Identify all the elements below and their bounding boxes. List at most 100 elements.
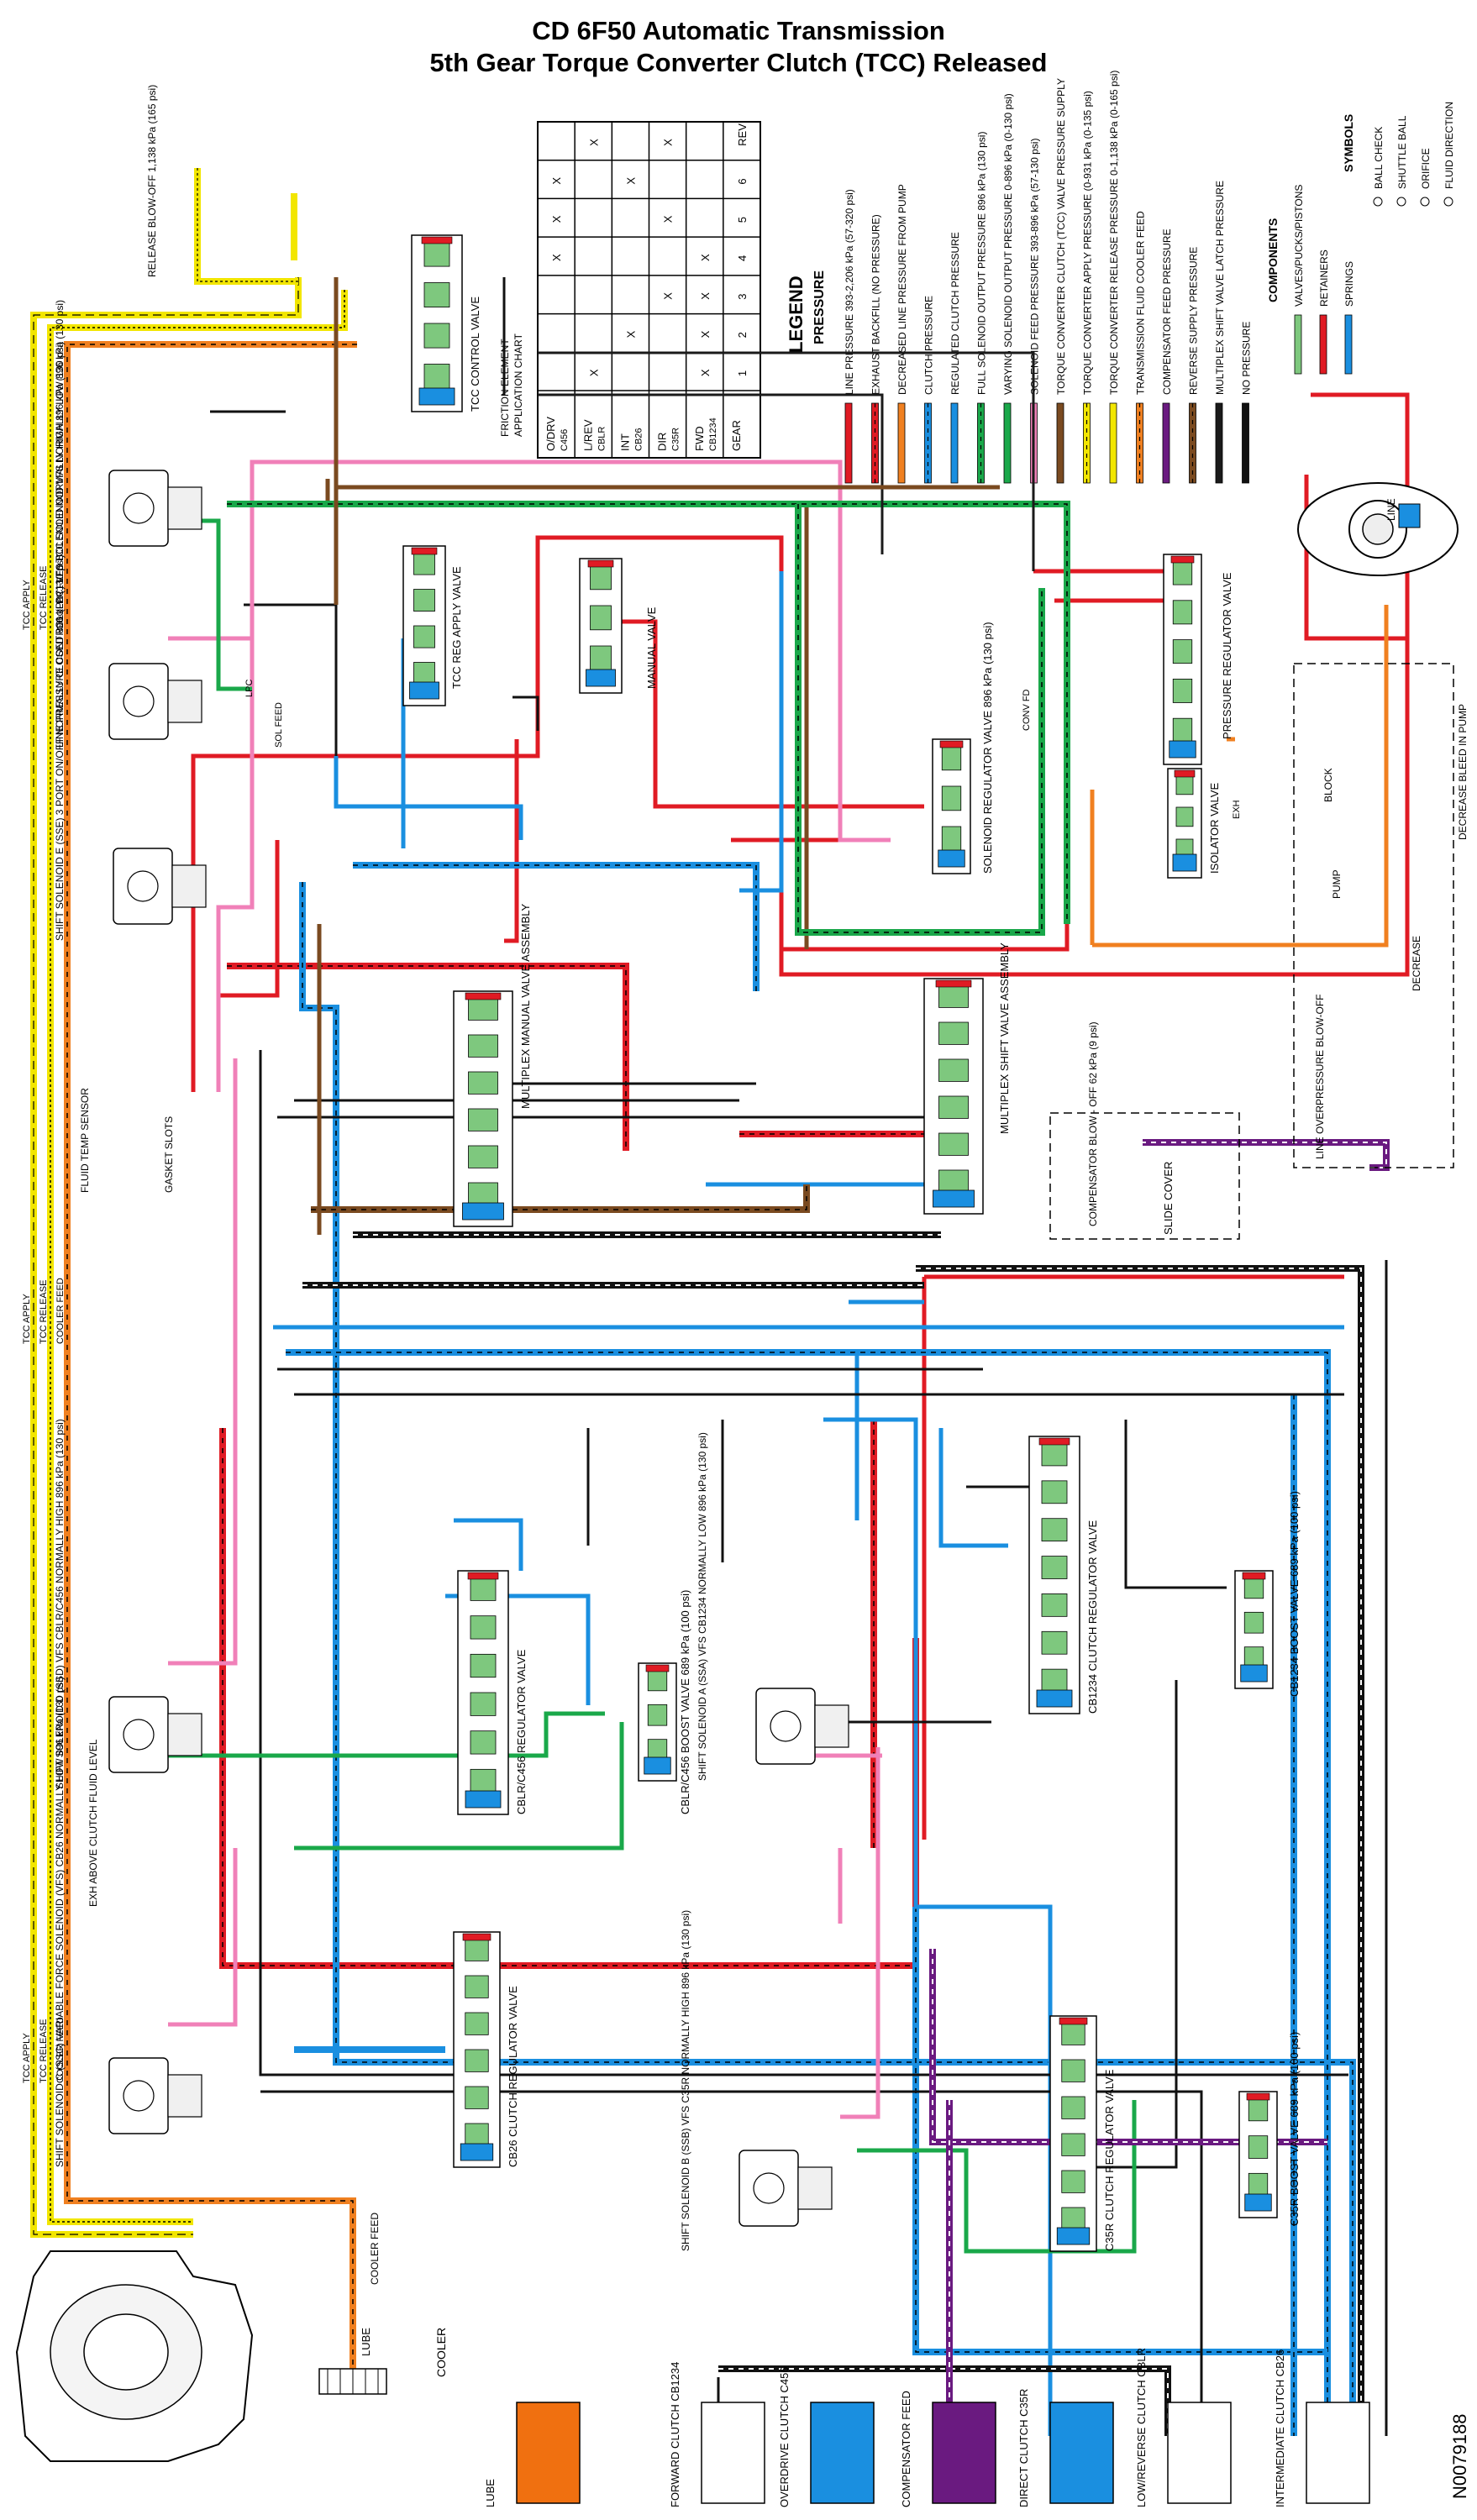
- legend-label: DECREASED LINE PRESSURE FROM PUMP: [896, 184, 908, 395]
- legend-swatch: [1136, 402, 1143, 484]
- clutch-box: LUBE: [484, 2402, 581, 2507]
- chart-cell: X: [699, 292, 712, 300]
- chart-cell: X: [587, 139, 600, 146]
- legend-label: LINE PRESSURE 393-2,206 kPa (57-320 psi): [844, 189, 855, 395]
- valve-cblr-regulator: CBLR/C456 REGULATOR VALVE: [457, 1570, 528, 1815]
- valve-label: CBLR/C456 REGULATOR VALVE: [515, 1649, 528, 1814]
- label-conv-fd: CONV FD: [1022, 689, 1032, 731]
- valve-label: SOLENOID REGULATOR VALVE 896 kPa (130 ps…: [981, 622, 994, 874]
- clutch-label: COMPENSATOR FEED: [900, 2391, 912, 2507]
- legend-swatch: [1215, 402, 1223, 484]
- valve-label: MULTIPLEX MANUAL VALVE ASSEMBLY: [519, 903, 532, 1109]
- legend-swatch: [844, 402, 853, 484]
- circuit-lines: [30, 168, 1410, 2453]
- valve-tcc-control: TCC CONTROL VALVE: [411, 234, 481, 412]
- label-tcc-apply: TCC APPLY: [22, 1294, 32, 1344]
- component-label: VALVES/PUCKS/PISTONS: [1293, 185, 1305, 307]
- label-line: LINE: [1385, 498, 1397, 521]
- valve-label: MULTIPLEX SHIFT VALVE ASSEMBLY: [998, 942, 1011, 1134]
- solenoid-lpc: LINE PRESSURE CONTROL (LPC) VFS SOLENOID…: [54, 342, 202, 748]
- label-decrease-bleed: DECREASE BLEED IN PUMP: [1457, 704, 1469, 840]
- legend-label: NO PRESSURE: [1241, 322, 1253, 395]
- chart-subheader: CBLR: [597, 427, 607, 451]
- chart-cell: X: [699, 254, 712, 261]
- legend-label: EXHAUST BACKFILL (NO PRESSURE): [870, 214, 882, 395]
- c35r-circuit: [823, 1417, 1053, 2436]
- valve-label: C35R BOOST VALVE 689 kPa (100 psi): [1288, 2032, 1301, 2226]
- legend-swatch: [1109, 402, 1117, 484]
- chart-cell: 1: [736, 370, 749, 376]
- clutch-box: FORWARD CLUTCH CB1234: [669, 2362, 765, 2507]
- component-label: RETAINERS: [1318, 249, 1330, 307]
- chart-cell: X: [662, 215, 675, 223]
- label-cooler-feed: COOLER FEED: [55, 1278, 66, 1344]
- valve-label: CB1234 CLUTCH REGULATOR VALVE: [1086, 1520, 1099, 1714]
- clutch-box: OVERDRIVE CLUTCH C456: [778, 2366, 875, 2507]
- clutch-label: FORWARD CLUTCH CB1234: [669, 2362, 681, 2507]
- symbol-glyph-icon: [1396, 197, 1406, 207]
- component-swatch: [1319, 314, 1327, 375]
- valve-label: CB1234 BOOST VALVE 689 kPa (100 psi): [1288, 1491, 1301, 1697]
- label-gasket-slots: GASKET SLOTS: [163, 1116, 175, 1193]
- clutch-box: COMPENSATOR FEED: [900, 2391, 996, 2507]
- valve-pressure-regulator: PRESSURE REGULATOR VALVE: [1163, 554, 1233, 765]
- valve-cb26-regulator: CB26 CLUTCH REGULATOR VALVE: [453, 1931, 519, 2168]
- clutch-box: LOW/REVERSE CLUTCH CBLR: [1135, 2348, 1232, 2507]
- tcc-apply-trunk: [30, 277, 302, 2238]
- valve-label: CBLR/C456 BOOST VALVE 689 kPa (100 psi): [679, 1590, 691, 1814]
- chart-cell: 5: [736, 217, 749, 223]
- chart-subheader: C456: [560, 429, 570, 451]
- solenoid-bodies: TCC SOLENOID VFS NORMALLY LOW 896 kPa (1…: [54, 300, 849, 2251]
- symbol-label: FLUID DIRECTION: [1443, 102, 1455, 189]
- chart-cell: X: [587, 369, 600, 376]
- symbol-label: BALL CHECK: [1373, 127, 1385, 189]
- chart-col-header: GEAR: [730, 420, 743, 451]
- legend-pressure-title: PRESSURE: [812, 270, 827, 344]
- symbol-label: SHUTTLE BALL: [1396, 115, 1408, 189]
- symbol-glyph-icon: [1373, 197, 1383, 207]
- title-line-2: 5th Gear Torque Converter Clutch (TCC) R…: [429, 48, 1048, 77]
- chart-cell: 2: [736, 332, 749, 338]
- legend-label: VARYING SOLENOID OUTPUT PRESSURE 0-896 k…: [1002, 93, 1014, 395]
- legend-label: TRANSMISSION FLUID COOLER FEED: [1135, 211, 1147, 395]
- component-swatch: [1344, 314, 1353, 375]
- valve-manual: MANUAL VALVE: [579, 558, 658, 694]
- valve-multiplex-shift: MULTIPLEX SHIFT VALVE ASSEMBLY: [923, 942, 1011, 1215]
- legend-label: FULL SOLENOID OUTPUT PRESSURE 896 kPa (1…: [976, 132, 988, 395]
- solenoid-label: SHIFT SOLENOID B (SSB) VFS C35R NORMALLY…: [680, 1910, 691, 2251]
- valve-cb1234-regulator: CB1234 CLUTCH REGULATOR VALVE: [1028, 1436, 1099, 1714]
- solenoid-ssc: SHIFT SOLENOID C (SSC) VARIABLE FORCE SO…: [54, 1677, 202, 2167]
- label-sol-feed: SOL FEED: [274, 702, 284, 748]
- chart-cell: X: [550, 177, 563, 185]
- label-tcc-release: TCC RELEASE: [39, 566, 49, 630]
- decrease-circuit: [1092, 605, 1389, 948]
- legend-label: MULTIPLEX SHIFT VALVE LATCH PRESSURE: [1214, 181, 1226, 395]
- chart-col-header: O/DRV: [544, 417, 557, 451]
- solenoid-label: LINE PRESSURE CONTROL (LPC) VFS SOLENOID…: [54, 342, 66, 748]
- chart-cell: 4: [736, 255, 749, 261]
- clutch-boxes: LUBE FORWARD CLUTCH CB1234 OVERDRIVE CLUTC…: [484, 2348, 1370, 2507]
- legend-label: TORQUE CONVERTER APPLY PRESSURE (0-931 k…: [1082, 91, 1094, 395]
- chart-cell: X: [624, 330, 637, 338]
- label-block: BLOCK: [1322, 768, 1334, 802]
- valve-solenoid-regulator: SOLENOID REGULATOR VALVE 896 kPa (130 ps…: [932, 622, 994, 874]
- label-exh: EXH: [1232, 800, 1242, 819]
- label-cooler: COOLER: [434, 2328, 448, 2377]
- chart-cell: X: [699, 330, 712, 338]
- valve-label: C35R CLUTCH REGULATOR VALVE: [1103, 2069, 1116, 2251]
- chart-col-header: INT: [618, 433, 631, 451]
- label-lube: LUBE: [360, 2328, 372, 2356]
- clutch-label: LUBE: [484, 2479, 497, 2507]
- solenoid-ssd: SHIFT SOLENOID D (SSD) VFS CBLR/C456 NOR…: [54, 1419, 202, 1789]
- label-slide-cover: SLIDE COVER: [1162, 1162, 1175, 1235]
- clutch-label: LOW/REVERSE CLUTCH CBLR: [1135, 2348, 1148, 2507]
- components-title: COMPONENTS: [1266, 218, 1280, 302]
- chart-cell: X: [550, 254, 563, 261]
- solenoid-tcc: TCC SOLENOID VFS NORMALLY LOW 896 kPa (1…: [54, 300, 202, 563]
- valve-isolator: ISOLATOR VALVE: [1167, 768, 1221, 879]
- valve-label: TCC CONTROL VALVE: [469, 297, 481, 412]
- legend-label: COMPENSATOR FEED PRESSURE: [1161, 228, 1173, 395]
- solenoid-label: TCC SOLENOID VFS NORMALLY LOW 896 kPa (1…: [54, 300, 66, 563]
